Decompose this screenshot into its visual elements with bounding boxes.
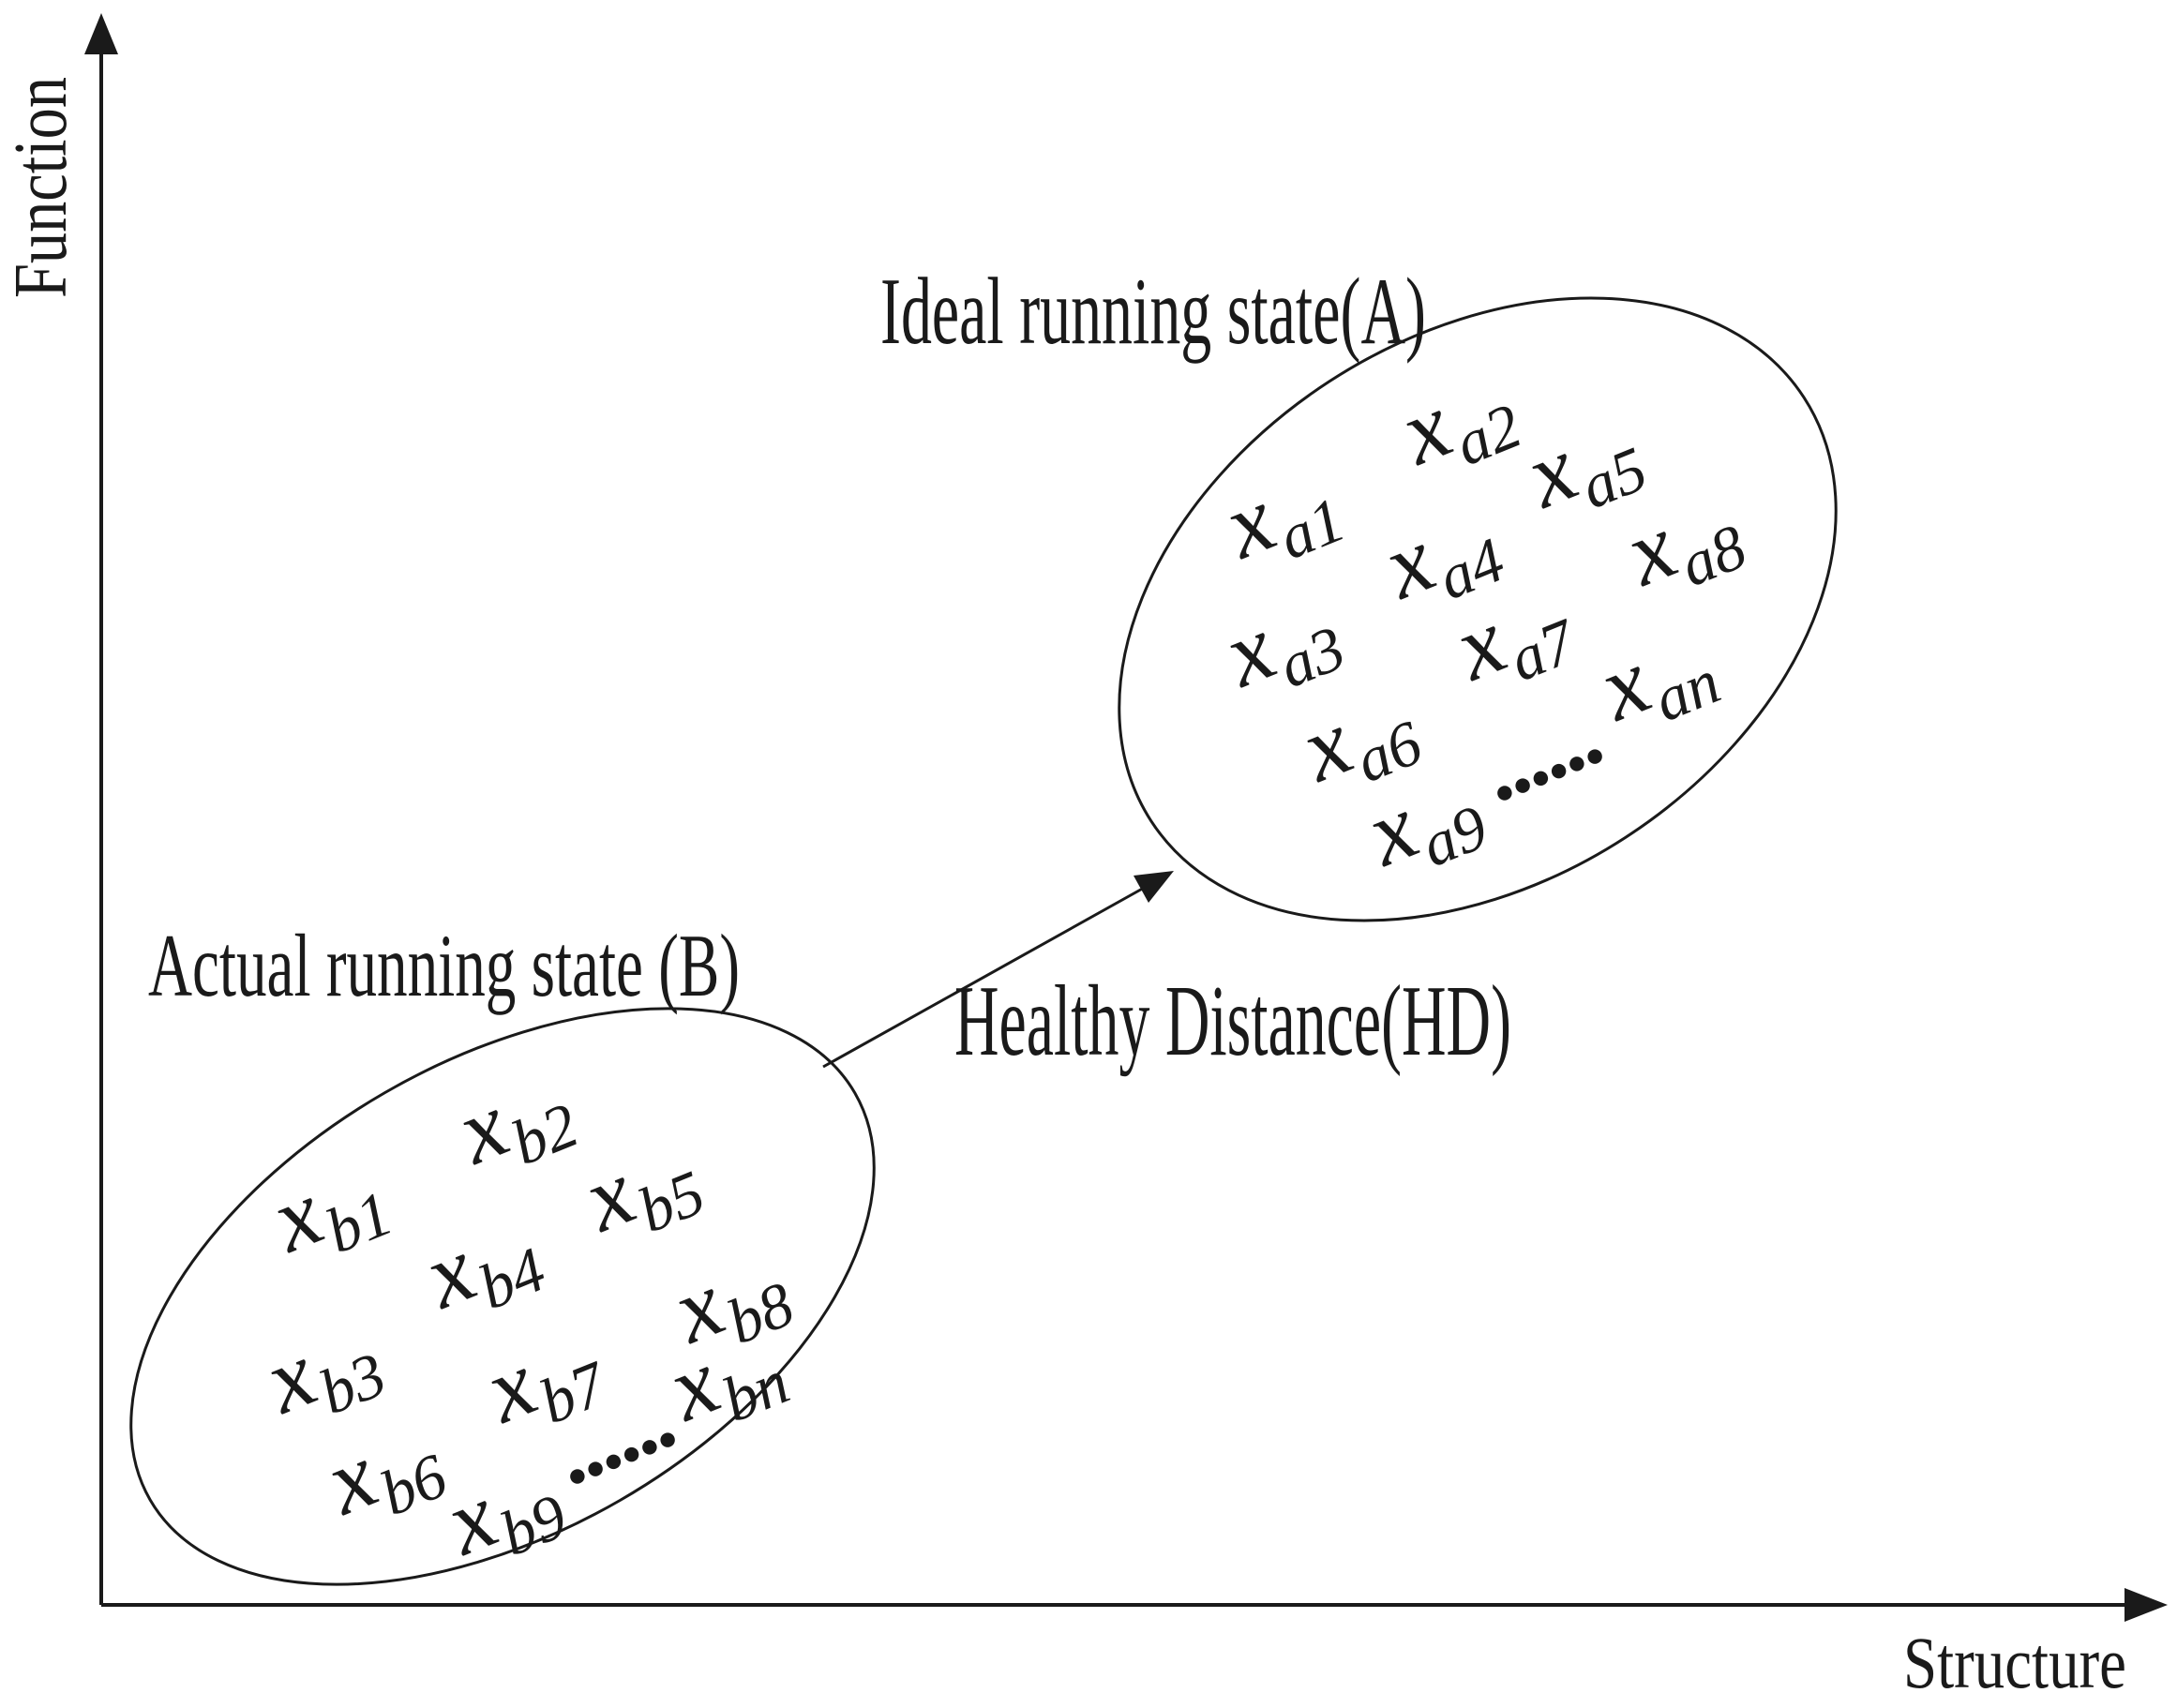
point-label-a3: xa3 [1209, 570, 1354, 719]
ellipse-b-title: Actual running state (B) [148, 916, 740, 1015]
ellipse-a-outline [1118, 296, 1838, 922]
healthy-distance-arrow [822, 885, 1147, 1069]
x-axis-arrowhead [2124, 1588, 2168, 1622]
point-label-b2: xb2 [442, 1047, 587, 1196]
y-axis-arrowhead [84, 13, 118, 54]
healthy-distance-arrowhead [1134, 871, 1174, 903]
ellipse-a-title: Ideal running state(A) [880, 259, 1426, 365]
point-label-a4: xa4 [1368, 482, 1513, 631]
ellipsis-a: ...... [1466, 685, 1612, 821]
point-label-a2: xa2 [1385, 348, 1530, 497]
point-label-b3: xb3 [249, 1296, 395, 1446]
point-label-b4: xb4 [409, 1191, 554, 1341]
point-label-b5: xb5 [568, 1115, 713, 1264]
point-label-an: xan [1584, 604, 1729, 753]
ellipse-b-outline [129, 1007, 876, 1586]
point-label-b9: xb9 [430, 1438, 576, 1587]
healthy-distance-label: Healthy Distance(HD) [954, 966, 1511, 1077]
point-label-b1: xb1 [256, 1135, 401, 1284]
y-axis-label: Function [0, 77, 83, 298]
x-axis-label: Structure [1903, 1622, 2126, 1703]
